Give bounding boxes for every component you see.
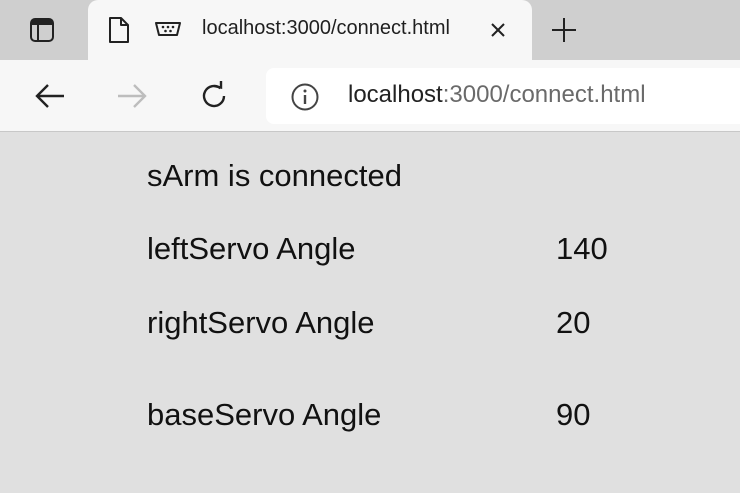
servo-label: baseServo Angle [147, 397, 382, 432]
forward-button[interactable] [110, 74, 154, 118]
servo-row-left: leftServo Angle 140 [147, 231, 707, 271]
arrow-right-icon [118, 84, 147, 108]
tab-title: localhost:3000/connect.html [202, 17, 474, 40]
arrow-left-icon [35, 84, 64, 108]
servo-value: 90 [556, 397, 591, 432]
new-tab-button[interactable] [544, 12, 584, 48]
active-tab[interactable]: localhost:3000/connect.html [88, 0, 532, 60]
url-host: localhost [348, 81, 443, 108]
servo-label: leftServo Angle [147, 231, 356, 266]
tab-actions-icon [30, 18, 54, 42]
serial-port-icon [155, 22, 181, 36]
page-icon [109, 17, 129, 43]
info-icon[interactable] [290, 82, 320, 112]
servo-value: 140 [556, 231, 608, 266]
plus-icon [552, 18, 576, 42]
page-content: sArm is connected leftServo Angle 140 ri… [0, 133, 740, 493]
servo-value: 20 [556, 305, 591, 340]
servo-label: rightServo Angle [147, 305, 375, 340]
close-icon [491, 23, 505, 37]
connection-status: sArm is connected [147, 158, 402, 193]
refresh-icon [202, 81, 226, 108]
address-bar[interactable]: localhost:3000/connect.html [266, 68, 740, 124]
servo-row-right: rightServo Angle 20 [147, 305, 707, 345]
servo-row-base: baseServo Angle 90 [147, 397, 707, 437]
tab-strip: localhost:3000/connect.html [0, 0, 740, 60]
browser-toolbar: localhost:3000/connect.html [0, 60, 740, 132]
url-text: localhost:3000/connect.html [348, 81, 646, 109]
url-path: :3000/connect.html [442, 81, 646, 108]
tab-close-button[interactable] [484, 16, 512, 44]
back-button[interactable] [28, 74, 72, 118]
refresh-button[interactable] [192, 74, 236, 118]
tab-actions-button[interactable] [20, 12, 64, 48]
